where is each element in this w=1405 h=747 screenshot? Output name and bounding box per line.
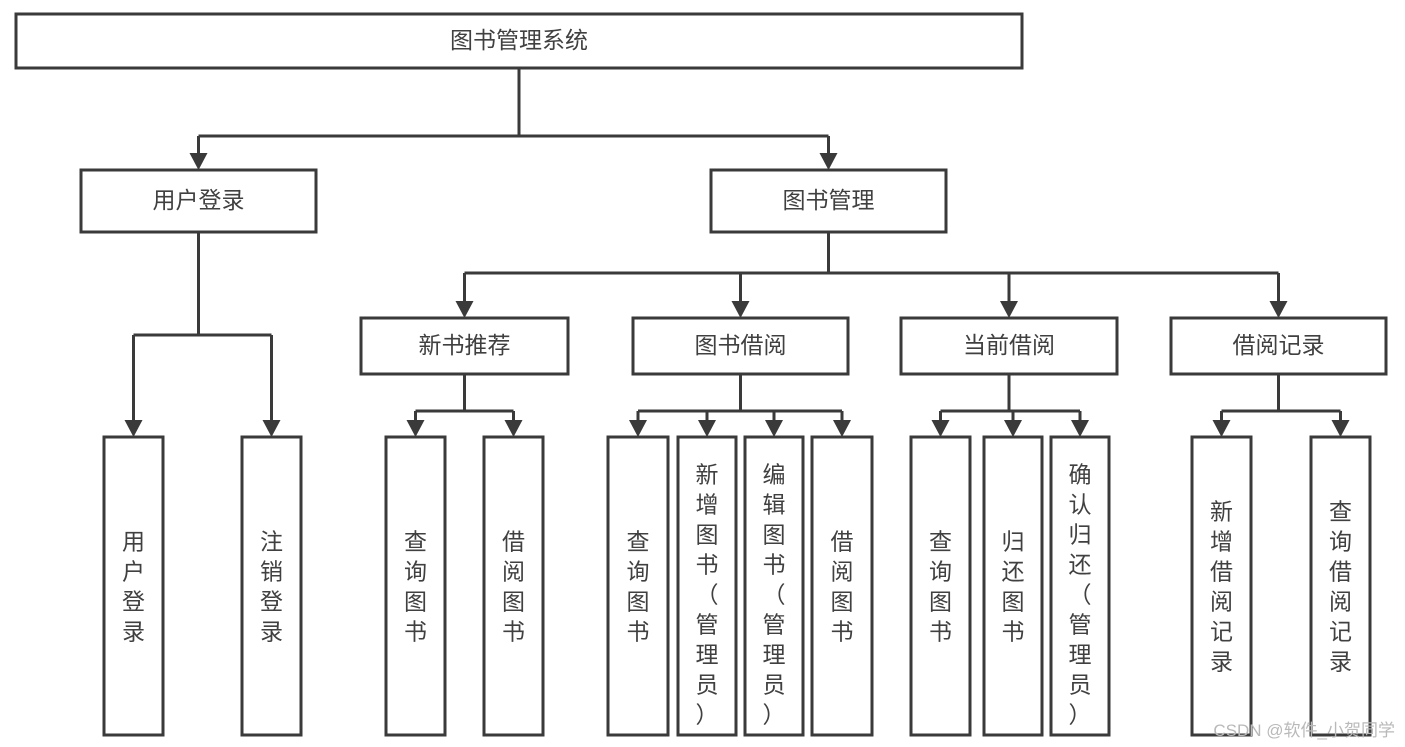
arrow-icon-leaf-return-book: [1004, 420, 1022, 437]
node-box-current-borrow: [899, 316, 1119, 376]
node-leaf-borrow-book[interactable]: 借阅图书: [810, 435, 874, 737]
node-box-leaf-add-book-admin: [676, 435, 738, 737]
node-borrow-records[interactable]: 借阅记录: [1169, 316, 1388, 376]
arrow-icon-leaf-add-book-admin: [698, 420, 716, 437]
node-label-borrow-records: 借阅记录: [1233, 332, 1325, 358]
node-leaf-query-book-borrow[interactable]: 查询图书: [606, 435, 670, 737]
node-box-leaf-borrow-book: [810, 435, 874, 737]
node-leaf-borrow-book-rec[interactable]: 借阅图书: [482, 435, 545, 737]
node-label-leaf-add-book-admin: 新增图书（管理员）: [696, 461, 719, 727]
node-box-leaf-add-borrow-record: [1190, 435, 1253, 737]
node-leaf-add-book-admin[interactable]: 新增图书（管理员）: [676, 435, 738, 737]
node-box-leaf-borrow-book-rec: [482, 435, 545, 737]
arrow-icon-leaf-borrow-book-rec: [504, 420, 523, 437]
node-label-leaf-return-book: 归还图书: [1002, 528, 1025, 644]
node-box-user-login: [79, 168, 318, 234]
node-book-borrow[interactable]: 图书借阅: [631, 316, 850, 376]
node-label-leaf-query-borrow-record: 查询借阅记录: [1329, 498, 1352, 674]
arrow-icon-book-borrow: [731, 301, 750, 318]
arrow-icon-leaf-user-login: [124, 420, 143, 437]
arrow-icon-leaf-query-book-borrow: [629, 420, 647, 437]
node-label-leaf-query-book-current: 查询图书: [929, 528, 952, 644]
node-label-leaf-borrow-book: 借阅图书: [831, 528, 854, 644]
node-label-user-login: 用户登录: [153, 187, 245, 213]
node-box-leaf-query-borrow-record: [1309, 435, 1372, 737]
node-label-leaf-user-login: 用户登录: [122, 528, 145, 644]
node-leaf-user-login[interactable]: 用户登录: [102, 435, 165, 737]
arrow-icon-borrow-records: [1269, 301, 1288, 318]
node-box-leaf-confirm-return-admin: [1049, 435, 1111, 737]
node-label-leaf-query-book-borrow: 查询图书: [627, 528, 650, 644]
node-leaf-return-book[interactable]: 归还图书: [982, 435, 1044, 737]
node-box-new-book-recommend: [359, 316, 570, 376]
node-box-book-management: [709, 168, 948, 234]
node-box-leaf-query-book-current: [909, 435, 972, 737]
node-label-leaf-query-book-rec: 查询图书: [404, 528, 427, 644]
node-box-leaf-query-book-rec: [384, 435, 447, 737]
node-user-login[interactable]: 用户登录: [79, 168, 318, 234]
arrow-icon-leaf-add-borrow-record: [1212, 420, 1231, 437]
node-label-leaf-edit-book-admin: 编辑图书（管理员）: [763, 461, 786, 727]
node-box-leaf-user-logout: [240, 435, 303, 737]
node-label-book-borrow: 图书借阅: [695, 332, 787, 358]
arrow-icon-leaf-query-book-rec: [406, 420, 425, 437]
node-label-current-borrow: 当前借阅: [963, 332, 1055, 358]
node-box-leaf-user-login: [102, 435, 165, 737]
node-leaf-query-book-rec[interactable]: 查询图书: [384, 435, 447, 737]
arrow-icon-leaf-query-borrow-record: [1331, 420, 1350, 437]
node-layer: 图书管理系统用户登录图书管理新书推荐图书借阅当前借阅借阅记录用户登录注销登录查询…: [14, 12, 1388, 737]
node-leaf-add-borrow-record[interactable]: 新增借阅记录: [1190, 435, 1253, 737]
arrow-icon-leaf-borrow-book: [833, 420, 851, 437]
node-leaf-confirm-return-admin[interactable]: 确认归还（管理员）: [1049, 435, 1111, 737]
node-label-book-management: 图书管理: [783, 187, 875, 213]
node-label-leaf-user-logout: 注销登录: [260, 528, 283, 644]
node-leaf-query-book-current[interactable]: 查询图书: [909, 435, 972, 737]
node-root[interactable]: 图书管理系统: [14, 12, 1024, 70]
node-box-root: [14, 12, 1024, 70]
node-box-borrow-records: [1169, 316, 1388, 376]
node-box-leaf-return-book: [982, 435, 1044, 737]
arrow-icon-user-login: [189, 153, 208, 170]
arrow-icon-current-borrow: [1000, 301, 1018, 318]
node-label-leaf-borrow-book-rec: 借阅图书: [502, 528, 525, 644]
node-book-management[interactable]: 图书管理: [709, 168, 948, 234]
connector-layer: [124, 68, 1350, 437]
arrow-icon-new-book-recommend: [455, 301, 474, 318]
arrow-icon-leaf-user-logout: [262, 420, 281, 437]
arrow-icon-book-management: [819, 153, 838, 170]
arrow-icon-leaf-confirm-return-admin: [1071, 420, 1089, 437]
node-box-book-borrow: [631, 316, 850, 376]
node-label-root: 图书管理系统: [450, 27, 588, 53]
arrow-icon-leaf-edit-book-admin: [765, 420, 783, 437]
node-new-book-recommend[interactable]: 新书推荐: [359, 316, 570, 376]
node-label-leaf-add-borrow-record: 新增借阅记录: [1210, 498, 1233, 674]
node-label-new-book-recommend: 新书推荐: [419, 332, 511, 358]
node-box-leaf-edit-book-admin: [743, 435, 805, 737]
node-leaf-query-borrow-record[interactable]: 查询借阅记录: [1309, 435, 1372, 737]
node-current-borrow[interactable]: 当前借阅: [899, 316, 1119, 376]
node-leaf-edit-book-admin[interactable]: 编辑图书（管理员）: [743, 435, 805, 737]
node-leaf-user-logout[interactable]: 注销登录: [240, 435, 303, 737]
node-label-leaf-confirm-return-admin: 确认归还（管理员）: [1069, 461, 1092, 727]
arrow-icon-leaf-query-book-current: [931, 420, 950, 437]
node-box-leaf-query-book-borrow: [606, 435, 670, 737]
